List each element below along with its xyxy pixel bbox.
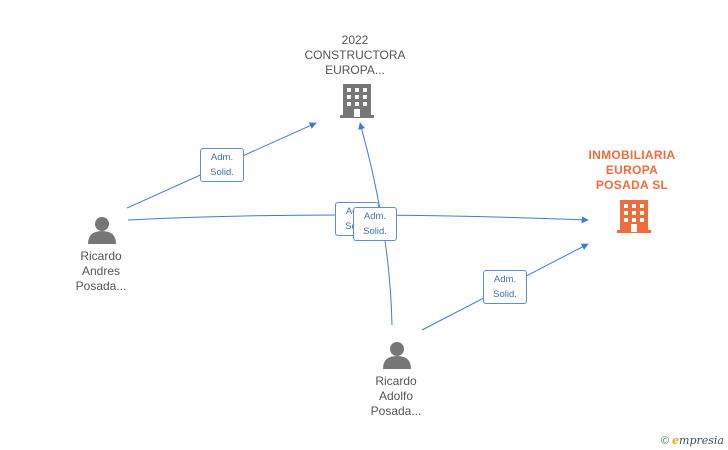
person-icon bbox=[383, 342, 411, 369]
badge-line: Solid. bbox=[210, 167, 234, 178]
building-icon bbox=[617, 200, 651, 233]
company-top-line: EUROPA... bbox=[325, 63, 385, 77]
person-bottom-label[interactable]: Ricardo Adolfo Posada... bbox=[355, 374, 437, 419]
brand-watermark: © empresia bbox=[661, 434, 724, 447]
brand-logo: empresia bbox=[672, 434, 724, 447]
person-bottom-line: Posada... bbox=[370, 404, 422, 418]
person-left-line: Andres bbox=[81, 264, 121, 278]
building-icon bbox=[340, 84, 374, 118]
edge-label-badge[interactable]: Adm. Solid. bbox=[483, 270, 527, 304]
company-main-line: EUROPA bbox=[605, 163, 659, 177]
company-top-label[interactable]: 2022 CONSTRUCTORA EUROPA... bbox=[300, 33, 410, 78]
brand-name: mpresia bbox=[679, 434, 724, 447]
badge-line: Solid. bbox=[363, 226, 387, 237]
company-top-line: CONSTRUCTORA bbox=[304, 48, 406, 62]
company-main-line: POSADA SL bbox=[595, 178, 669, 192]
company-main-line: INMOBILIARIA bbox=[588, 148, 676, 162]
person-bottom-line: Ricardo bbox=[375, 374, 417, 388]
badge-line: Adm. bbox=[210, 152, 234, 163]
badge-line: Adm. bbox=[493, 274, 517, 285]
person-bottom-line: Adolfo bbox=[378, 389, 414, 403]
company-top-line: 2022 bbox=[341, 33, 369, 47]
person-left-line: Posada... bbox=[75, 279, 127, 293]
person-icon bbox=[88, 217, 116, 244]
edge-label-badge[interactable]: Adm. Solid. bbox=[200, 148, 244, 182]
person-left-line: Ricardo bbox=[80, 249, 122, 263]
badge-line: Solid. bbox=[493, 289, 517, 300]
person-left-label[interactable]: Ricardo Andres Posada... bbox=[60, 249, 142, 294]
copyright-symbol: © bbox=[660, 435, 669, 447]
edge-label-badge[interactable]: Adm. Solid. bbox=[353, 207, 397, 241]
brand-initial: e bbox=[672, 434, 680, 447]
badge-line: Adm. bbox=[363, 211, 387, 222]
company-main-label[interactable]: INMOBILIARIA EUROPA POSADA SL bbox=[578, 148, 686, 193]
